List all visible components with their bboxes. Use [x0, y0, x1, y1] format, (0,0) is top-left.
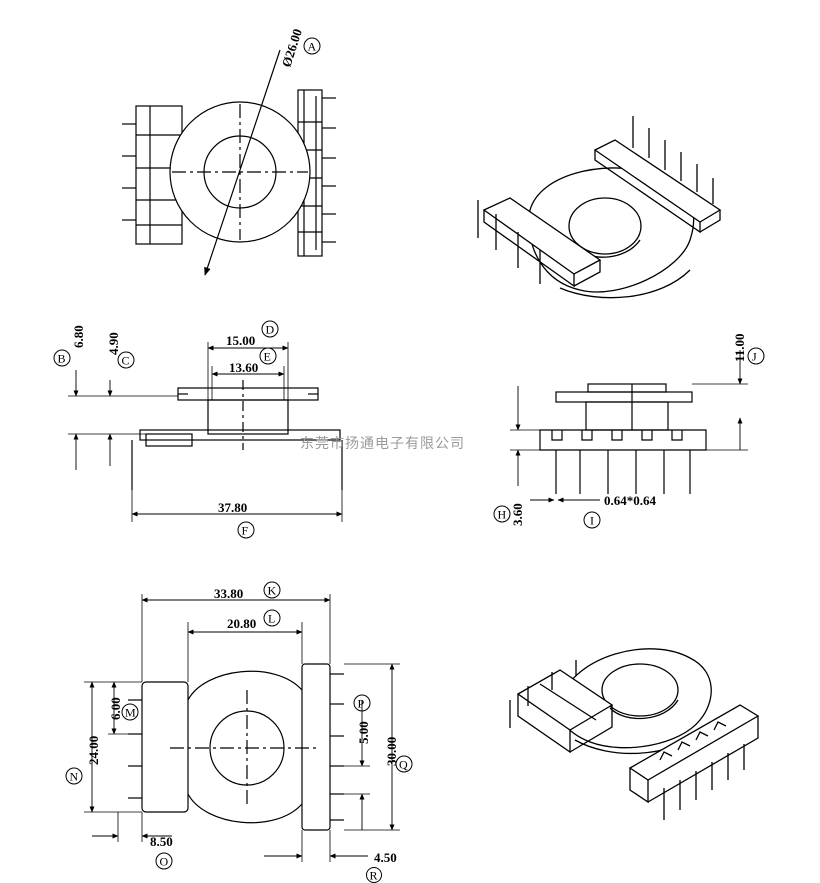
dim-l-value: 20.80 — [227, 616, 256, 631]
dim-r-value: 4.50 — [374, 850, 397, 865]
callout-k-label: K — [268, 584, 277, 598]
dim-e-value: 13.60 — [229, 360, 258, 375]
callout-n: N — [65, 767, 83, 785]
front-view — [68, 342, 343, 522]
diameter-dimension: Ø26.00 — [279, 27, 305, 69]
callout-d-label: D — [266, 323, 275, 337]
callout-d: D — [261, 320, 279, 338]
callout-a: A — [303, 37, 321, 55]
callout-a-label: A — [308, 40, 317, 54]
isometric-view-bottom — [509, 648, 760, 820]
callout-q-label: Q — [399, 758, 408, 772]
callout-k: K — [263, 581, 281, 599]
top-view — [122, 49, 336, 276]
callout-b-label: B — [58, 352, 66, 366]
callout-h-label: H — [498, 508, 507, 522]
dim-k-value: 33.80 — [214, 586, 243, 601]
bottom-view — [84, 594, 400, 862]
dim-h-value: 3.60 — [510, 503, 525, 526]
callout-f: F — [237, 521, 255, 539]
callout-h: H — [493, 505, 511, 523]
callout-p: P — [353, 694, 371, 712]
dim-i-value: 0.64*0.64 — [604, 493, 657, 508]
callout-o: O — [155, 852, 173, 870]
callout-f-label: F — [242, 524, 249, 538]
callout-j-label: J — [752, 350, 757, 364]
dim-m-value: 6.00 — [108, 697, 123, 720]
callout-c: C — [117, 351, 135, 369]
callout-o-label: O — [160, 855, 169, 869]
dim-f-value: 37.80 — [218, 500, 247, 515]
callout-q: Q — [395, 755, 413, 773]
callout-e: E — [259, 347, 277, 365]
dim-b-value: 6.80 — [71, 325, 86, 348]
side-view — [510, 350, 748, 503]
isometric-view-top — [477, 116, 722, 299]
dim-o-value: 8.50 — [150, 834, 173, 849]
dim-n-value: 24.00 — [86, 736, 101, 765]
dim-q-value: 30.00 — [384, 737, 399, 766]
callout-r-label: R — [370, 869, 378, 883]
callout-i-label: I — [590, 514, 594, 528]
callout-e-label: E — [264, 350, 271, 364]
callout-m-label: M — [125, 706, 136, 720]
callout-j: J — [747, 347, 765, 365]
watermark-text: 东莞市扬通电子有限公司 — [300, 435, 465, 452]
dim-c-value: 4.90 — [106, 332, 121, 355]
dim-p-value: 5.00 — [356, 721, 371, 744]
callout-i: I — [583, 511, 601, 529]
callout-p-label: P — [358, 697, 365, 711]
callout-m: M — [121, 703, 139, 721]
callout-b: B — [53, 349, 71, 367]
callout-r: R — [366, 867, 382, 883]
callout-c-label: C — [122, 354, 130, 368]
callout-l: L — [263, 609, 281, 627]
callout-l-label: L — [268, 612, 275, 626]
dim-j-value: 11.00 — [732, 333, 747, 362]
dim-d-value: 15.00 — [226, 333, 255, 348]
callout-n-label: N — [70, 770, 79, 784]
